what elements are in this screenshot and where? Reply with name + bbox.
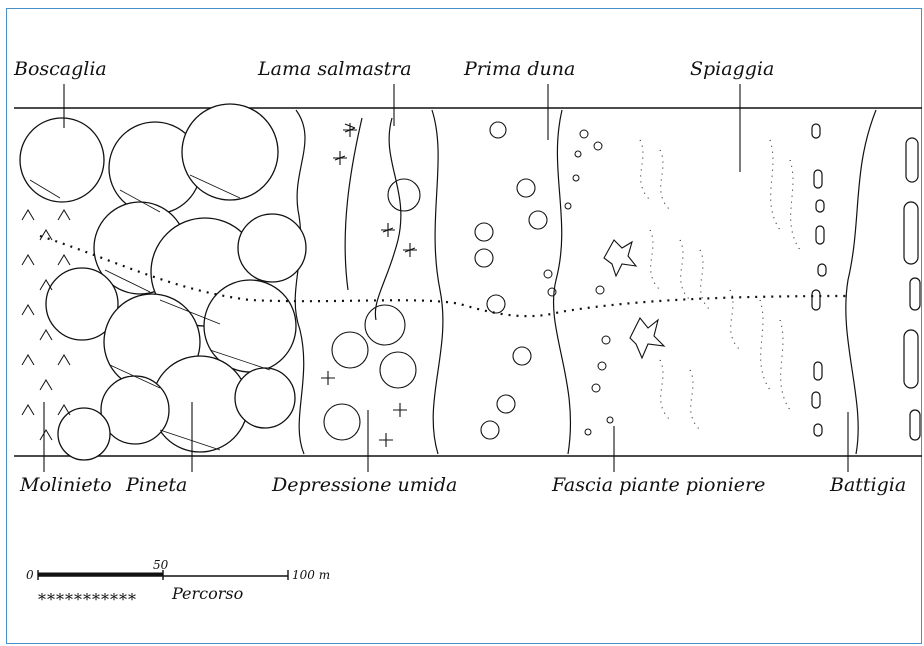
label-pineta: Pineta [126, 474, 187, 496]
scale-start-label: 0 [26, 568, 34, 582]
lama-pool-outline [345, 118, 401, 320]
wrack-line [812, 124, 826, 436]
lama-boundary [432, 110, 443, 454]
label-spiaggia: Spiaggia [690, 58, 774, 80]
sea-foam [904, 138, 920, 440]
tree-crown [182, 104, 278, 200]
label-molinieto: Molinieto [20, 474, 112, 496]
driftwood [630, 318, 664, 358]
path-symbol: *********** [38, 590, 137, 609]
wetland-shrubs [321, 123, 420, 447]
label-prima-duna: Prima duna [464, 58, 575, 80]
driftwood [604, 240, 636, 276]
tree-crown [58, 408, 110, 460]
battigia-boundary [846, 110, 876, 454]
label-lama-salmastra: Lama salmastra [258, 58, 412, 80]
label-fascia-piante-pioniere: Fascia piante pioniere [552, 474, 765, 496]
pioneer-plants [544, 130, 613, 435]
tree-crown [204, 280, 296, 372]
beach-ripples [640, 140, 800, 430]
scale-end-label: 100 m [292, 568, 330, 582]
duna-boundary [554, 110, 571, 454]
tree-crown [235, 368, 295, 428]
tree-crown [20, 118, 104, 202]
label-boscaglia: Boscaglia [14, 58, 107, 80]
scale-mid-label: 50 [153, 558, 168, 572]
dune-tufts [475, 122, 547, 439]
tree-crown [238, 214, 306, 282]
tree-crown [101, 376, 169, 444]
path-legend-label: Percorso [172, 584, 243, 603]
label-depressione-umida: Depressione umida [272, 474, 457, 496]
pineta-boundary [295, 110, 305, 454]
label-battigia: Battigia [830, 474, 906, 496]
